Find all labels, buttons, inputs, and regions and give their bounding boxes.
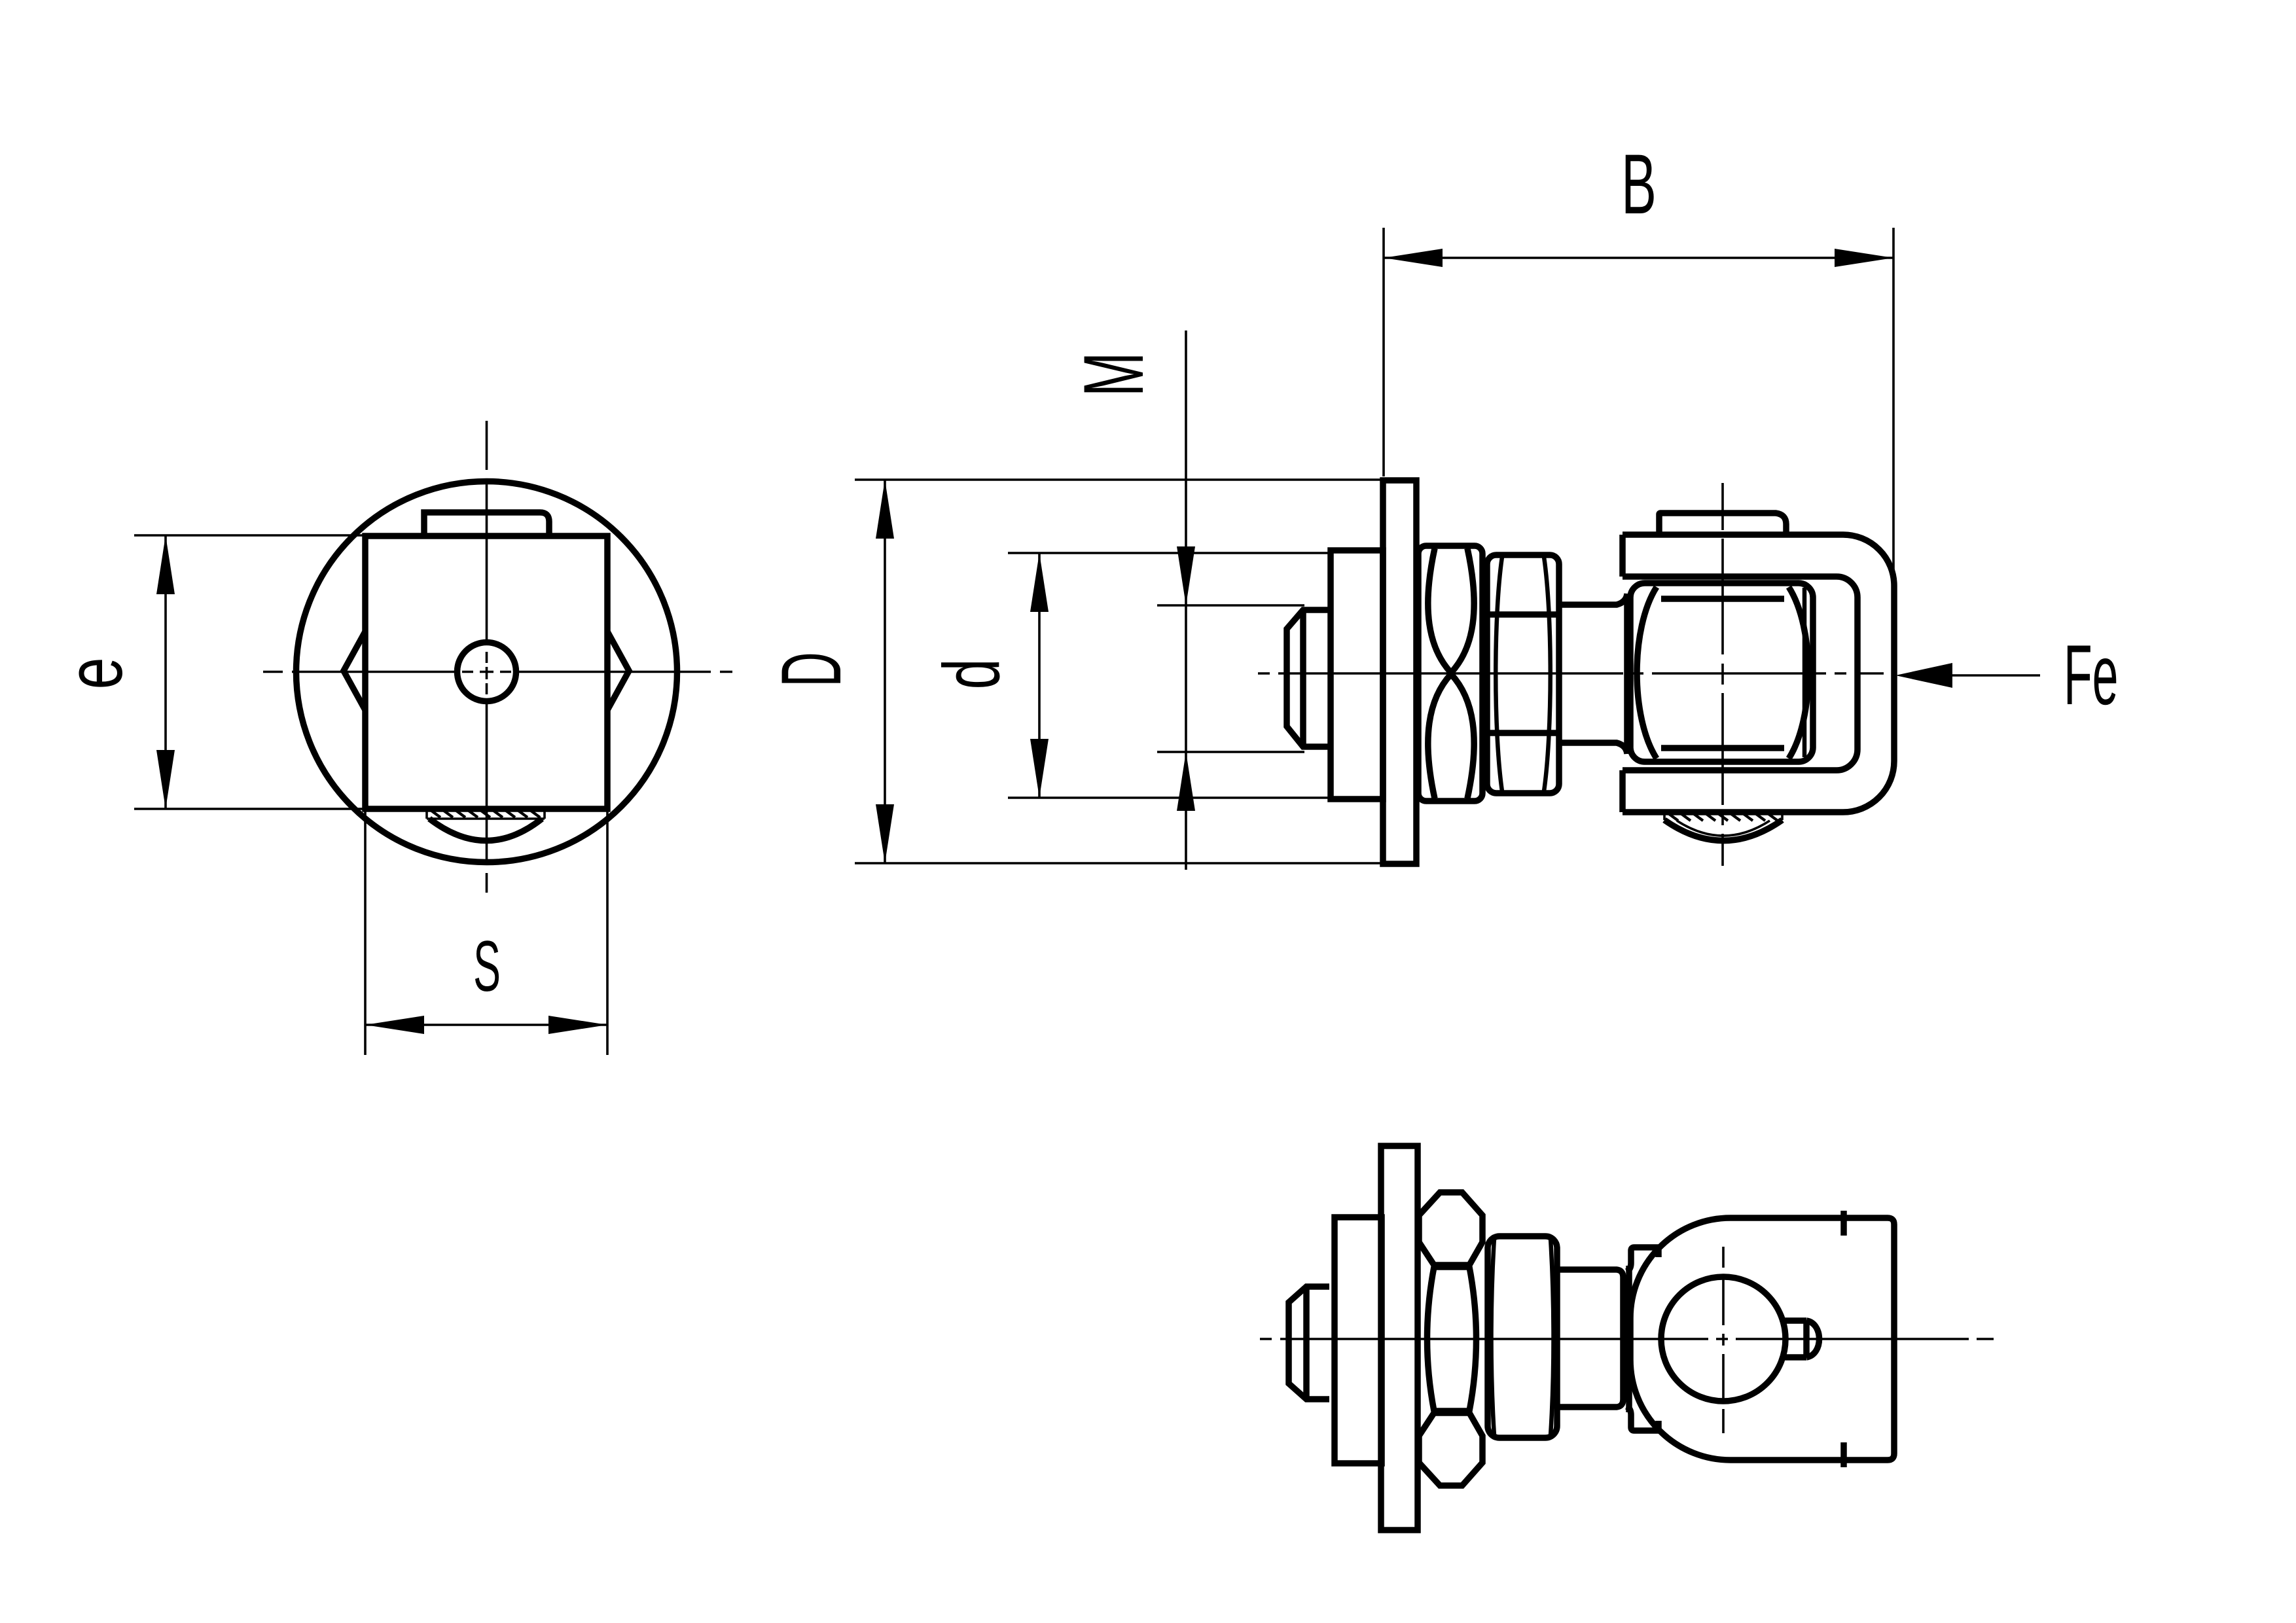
- svg-text:M: M: [1067, 352, 1162, 397]
- svg-text:e: e: [50, 658, 139, 690]
- svg-text:S: S: [473, 925, 501, 1006]
- svg-text:d: d: [927, 659, 1016, 690]
- svg-text:Fe: Fe: [2064, 628, 2118, 723]
- svg-text:B: B: [1621, 136, 1657, 231]
- svg-text:D: D: [764, 652, 859, 687]
